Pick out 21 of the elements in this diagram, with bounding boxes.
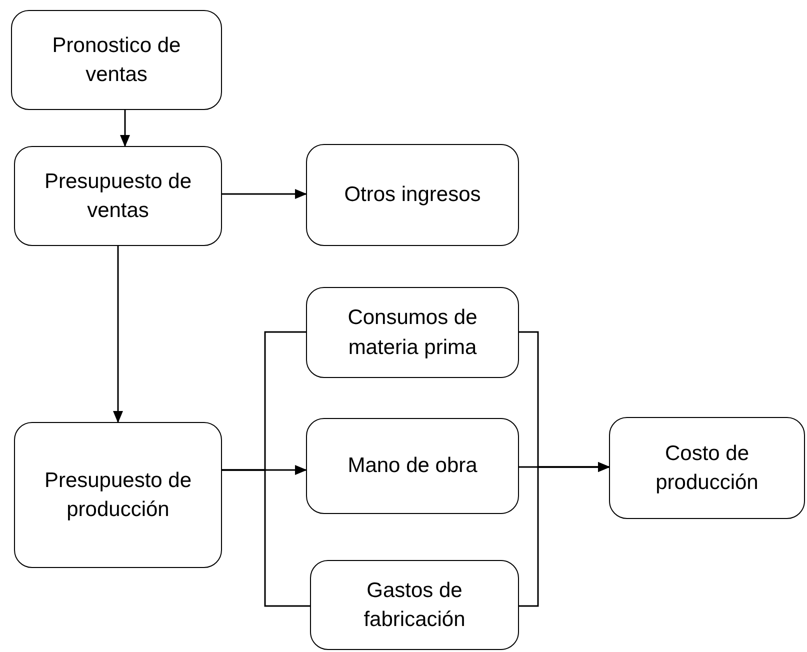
arrow (222, 189, 307, 199)
arrow (519, 462, 610, 607)
box-label: Pronostico de ventas (51, 32, 182, 88)
process-box (11, 10, 222, 110)
process-box (306, 418, 519, 514)
arrow (113, 246, 123, 423)
box-label: Otros ingresos (344, 182, 481, 208)
process-box (14, 146, 222, 246)
process-box (310, 560, 519, 650)
process-box (306, 287, 519, 378)
box-label: Mano de obra (348, 453, 478, 480)
arrow (120, 110, 130, 147)
box-label: Presupuesto de ventas (43, 168, 193, 224)
process-box (14, 422, 222, 568)
box-label: Costo de producción (654, 440, 760, 496)
process-box (609, 417, 805, 519)
box-label: Presupuesto de producción (43, 468, 193, 523)
box-label: Gastos de fabricación (362, 578, 466, 633)
box-label: Consumos de materia prima (346, 305, 478, 360)
process-box (306, 144, 519, 246)
connector-line (222, 469, 310, 607)
